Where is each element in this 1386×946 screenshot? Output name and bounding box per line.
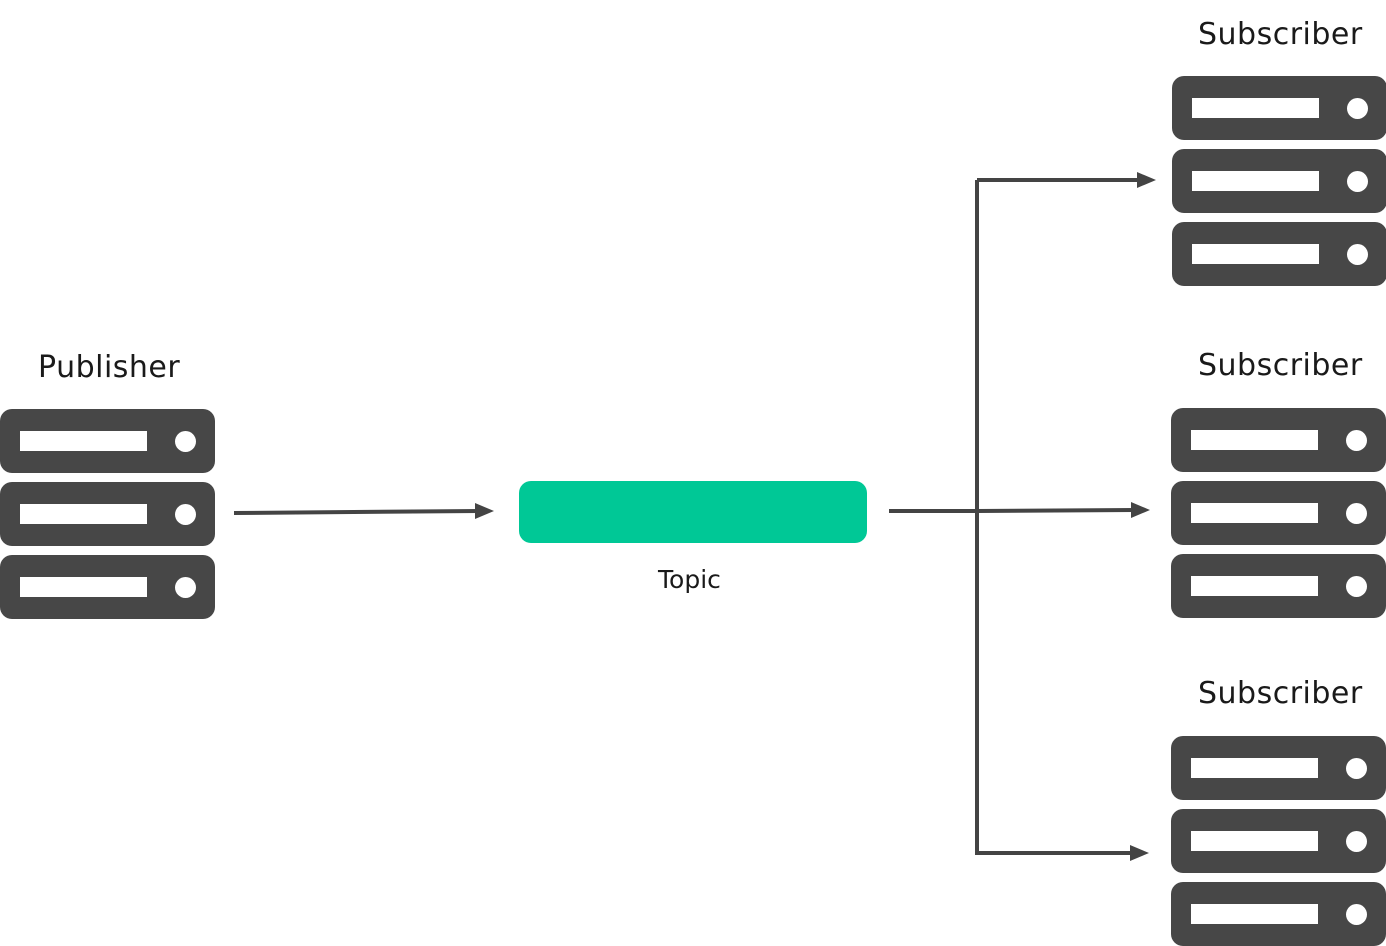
subscriber-1-server-icon (1172, 76, 1386, 286)
server-unit (1171, 408, 1386, 472)
topic-box (519, 481, 867, 543)
subscriber-2-server-icon (1171, 408, 1386, 618)
arrowhead-subscriber-1 (1137, 172, 1156, 188)
publisher-to-topic-arrow (233, 509, 481, 515)
bus-to-subscriber-2-arrow (976, 508, 1136, 513)
server-unit (1171, 882, 1386, 946)
server-unit (0, 482, 215, 546)
server-unit (1172, 222, 1386, 286)
subscriber-2-label: Subscriber (1198, 348, 1363, 383)
server-unit (0, 409, 215, 473)
topic-label: Topic (658, 565, 721, 594)
subscriber-3-server-icon (1171, 736, 1386, 946)
server-unit (1171, 809, 1386, 873)
arrowhead-subscriber-3 (1130, 845, 1149, 861)
server-unit (1171, 481, 1386, 545)
server-unit (1171, 554, 1386, 618)
server-unit (1172, 149, 1386, 213)
server-unit (1172, 76, 1386, 140)
server-unit (0, 555, 215, 619)
server-unit (1171, 736, 1386, 800)
subscriber-1-label: Subscriber (1198, 17, 1363, 52)
publisher-label: Publisher (38, 350, 181, 385)
publisher-server-icon (0, 409, 215, 619)
arrowhead-topic (475, 503, 494, 519)
arrowhead-subscriber-2 (1131, 502, 1150, 518)
subscriber-3-label: Subscriber (1198, 676, 1363, 711)
